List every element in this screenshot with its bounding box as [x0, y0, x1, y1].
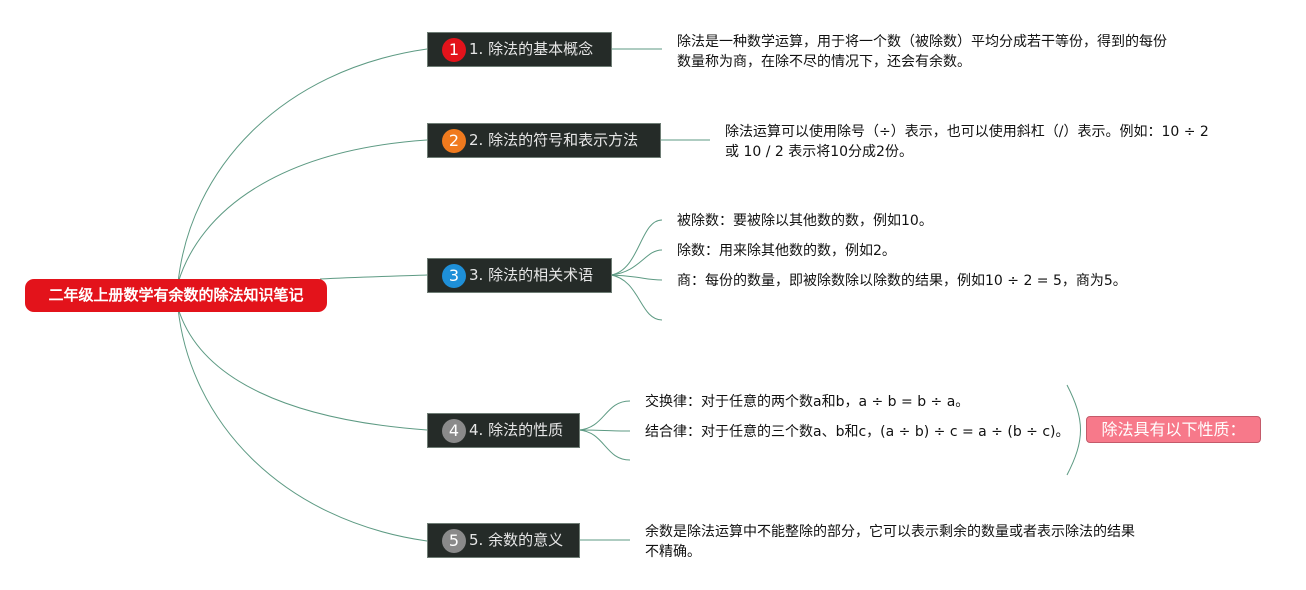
link-root-branch-4	[177, 307, 428, 431]
detail-text-4-commutative[interactable]: 交换律：对于任意的两个数a和b，a ÷ b = b ÷ a。	[645, 394, 970, 410]
link-root-branch-5	[177, 307, 428, 542]
branch-label-3: 3. 除法的相关术语	[469, 266, 594, 284]
link-branch-4-detail-3	[578, 429, 631, 461]
detail-text-3-divisor[interactable]: 除数：用来除其他数的数，例如2。	[677, 243, 896, 259]
link-root-branch-2	[177, 139, 428, 284]
branch-label-4: 4. 除法的性质	[469, 421, 564, 439]
link-root-branch-1	[177, 48, 428, 284]
branch-label-5: 5. 余数的意义	[469, 531, 564, 549]
link-root-branch-3	[319, 274, 428, 280]
detail-text-4-associative[interactable]: 结合律：对于任意的三个数a、b和c，(a ÷ b) ÷ c = a ÷ (b ÷…	[645, 424, 1070, 440]
branch-topic-4[interactable]: 4 4. 除法的性质	[427, 413, 580, 448]
number-badge-5: 5	[442, 529, 466, 553]
link-branch-4-detail-1	[578, 400, 631, 431]
branch-topic-5[interactable]: 5 5. 余数的意义	[427, 523, 580, 558]
detail-text-1[interactable]: 除法是一种数学运算，用于将一个数（被除数）平均分成若干等份，得到的每份数量称为商…	[677, 34, 1167, 70]
summary-note[interactable]: 除法具有以下性质：	[1086, 416, 1261, 443]
link-branch-3-detail-4	[610, 274, 663, 321]
detail-text-3-dividend[interactable]: 被除数：要被除以其他数的数，例如10。	[677, 213, 933, 229]
detail-text-5[interactable]: 余数是除法运算中不能整除的部分，它可以表示剩余的数量或者表示除法的结果不精确。	[645, 524, 1135, 560]
link-branch-3-detail-1	[610, 219, 663, 276]
link-branch-4-note-bracket	[1066, 384, 1081, 476]
detail-text-3-quotient[interactable]: 商：每份的数量，即被除数除以除数的结果，例如10 ÷ 2 = 5，商为5。	[677, 273, 1127, 289]
branch-topic-3[interactable]: 3 3. 除法的相关术语	[427, 258, 612, 293]
link-branch-4-detail-2	[578, 429, 631, 432]
number-badge-1: 1	[442, 38, 466, 62]
branch-topic-1[interactable]: 1 1. 除法的基本概念	[427, 32, 612, 67]
number-badge-3: 3	[442, 264, 466, 288]
number-badge-2: 2	[442, 129, 466, 153]
branch-label-1: 1. 除法的基本概念	[469, 40, 594, 58]
detail-text-2[interactable]: 除法运算可以使用除号（÷）表示，也可以使用斜杠（/）表示。例如：10 ÷ 2 或…	[725, 124, 1209, 160]
branch-topic-2[interactable]: 2 2. 除法的符号和表示方法	[427, 123, 661, 158]
branch-label-2: 2. 除法的符号和表示方法	[469, 131, 639, 149]
root-topic[interactable]: 二年级上册数学有余数的除法知识笔记	[25, 279, 327, 312]
link-branch-3-detail-2	[610, 249, 663, 276]
number-badge-4: 4	[442, 419, 466, 443]
link-branch-3-detail-3	[610, 274, 663, 281]
